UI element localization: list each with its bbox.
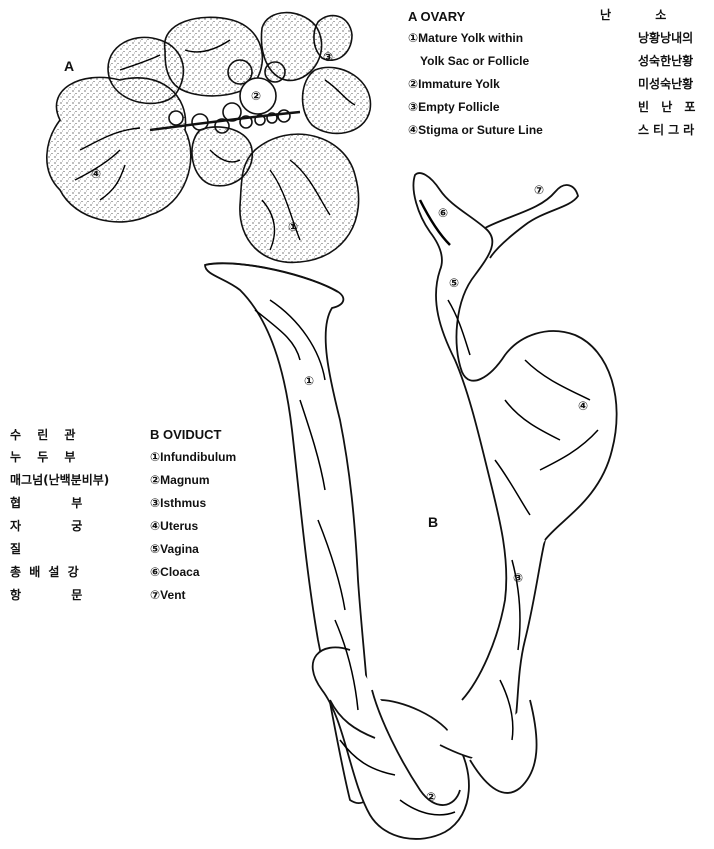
ovary-legend-item: ②Immature Yolk: [408, 77, 500, 91]
oviduct-marker-6: ⑥: [438, 206, 448, 220]
ovary-legend-item: ①Mature Yolk within: [408, 31, 523, 45]
ovary-legend-item: ④Stigma or Suture Line: [408, 123, 543, 137]
oviduct-legend-num: ⑤: [150, 542, 160, 556]
oviduct-legend-en: Vagina: [160, 542, 199, 556]
ovary-legend-item: ③Empty Follicle: [408, 100, 500, 114]
oviduct-marker-1: ①: [304, 374, 314, 388]
oviduct-legend-ko: 수 린 관: [10, 428, 75, 442]
oviduct-legend-item: ①Infundibulum: [150, 450, 236, 464]
oviduct-legend-num: ②: [150, 473, 160, 487]
oviduct-marker-4: ④: [578, 399, 588, 413]
oviduct-drawing: [205, 173, 617, 839]
oviduct-legend-en: Isthmus: [160, 496, 206, 510]
oviduct-legend-ko: 질: [10, 542, 21, 556]
oviduct-legend-en: Magnum: [160, 473, 209, 487]
ovary-figure-letter: A: [64, 58, 74, 74]
oviduct-legend-en: Uterus: [160, 519, 198, 533]
ovary-legend-en: Yolk Sac or Follicle: [420, 54, 529, 68]
ovary-legend-item: Yolk Sac or Follicle: [420, 54, 529, 68]
ovary-legend-ko: 빈 난 포: [638, 100, 695, 114]
oviduct-legend-ko: 누 두 부: [10, 450, 75, 464]
ovary-legend-ko: 미성숙난황: [638, 77, 693, 91]
oviduct-legend-ko: 항 문: [10, 588, 82, 602]
ovary-legend-ko: 낭황낭내의: [638, 31, 693, 45]
oviduct-legend-item: ②Magnum: [150, 473, 210, 487]
oviduct-legend-en: Cloaca: [160, 565, 199, 579]
oviduct-legend-num: ⑦: [150, 588, 160, 602]
ovary-heading-ko: 난 소: [600, 8, 666, 22]
ovary-marker-3: ③: [323, 50, 333, 64]
ovary-heading: A OVARY: [408, 10, 465, 24]
ovary-legend-num: ④: [408, 123, 418, 137]
ovary-legend-num: ①: [408, 31, 418, 45]
ovary-marker-2: ②: [251, 89, 261, 103]
oviduct-legend-item: ③Isthmus: [150, 496, 206, 510]
oviduct-legend-item: ④Uterus: [150, 519, 198, 533]
oviduct-legend-ko: 협 부: [10, 496, 82, 510]
oviduct-legend-item: ⑤Vagina: [150, 542, 199, 556]
oviduct-marker-5: ⑤: [449, 276, 459, 290]
oviduct-marker-2: ②: [426, 790, 436, 804]
ovary-legend-en: Stigma or Suture Line: [418, 123, 543, 137]
ovary-legend-en: Empty Follicle: [418, 100, 499, 114]
ovary-legend-ko: 스티그라: [638, 123, 698, 137]
oviduct-legend-en: Vent: [160, 588, 185, 602]
oviduct-legend-ko: 매그넘(난백분비부): [10, 473, 109, 487]
ovary-legend-ko: 성숙한난황: [638, 54, 693, 68]
oviduct-legend-ko: 자 궁: [10, 519, 82, 533]
oviduct-marker-3: ③: [513, 571, 523, 585]
oviduct-figure-letter: B: [428, 514, 438, 530]
ovary-legend-en: Immature Yolk: [418, 77, 500, 91]
oviduct-legend-num: ④: [150, 519, 160, 533]
oviduct-legend-num: ③: [150, 496, 160, 510]
oviduct-legend-item: ⑦Vent: [150, 588, 186, 602]
oviduct-legend-num: ①: [150, 450, 160, 464]
ovary-legend-num: ③: [408, 100, 418, 114]
oviduct-marker-7: ⑦: [534, 183, 544, 197]
oviduct-legend-item: ⑥Cloaca: [150, 565, 200, 579]
oviduct-heading: B OVIDUCT: [150, 428, 222, 442]
ovary-legend-num: ②: [408, 77, 418, 91]
ovary-marker-1: ①: [288, 220, 298, 234]
oviduct-legend-en: Infundibulum: [160, 450, 236, 464]
oviduct-legend-ko: 총 배 설 강: [10, 565, 79, 579]
ovary-legend-en: Mature Yolk within: [418, 31, 523, 45]
ovary-marker-4: ④: [91, 167, 101, 181]
oviduct-legend-num: ⑥: [150, 565, 160, 579]
